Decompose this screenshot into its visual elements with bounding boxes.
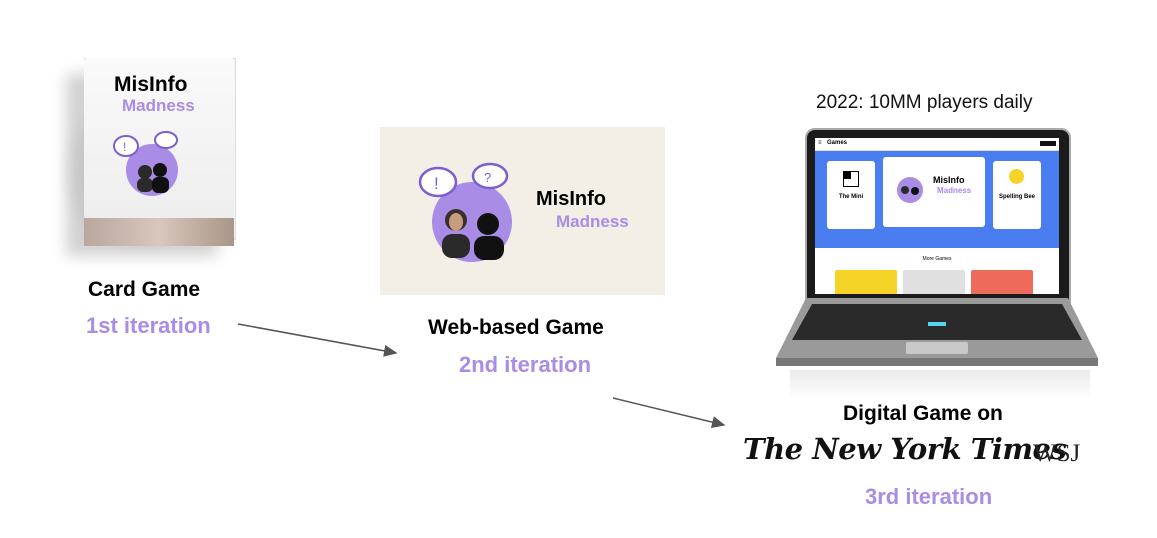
- card-logo-misinfo: MisInfo: [114, 73, 188, 96]
- card-box-side-photo: [84, 218, 234, 246]
- stage3-title: Digital Game on: [843, 402, 1003, 425]
- stage1-iteration: 1st iteration: [86, 313, 211, 338]
- web-illustration-icon: ! ?: [418, 162, 512, 262]
- arrow-1-to-2: [237, 323, 398, 357]
- players-caption: 2022: 10MM players daily: [816, 92, 1033, 113]
- laptop-reflection: [790, 370, 1090, 400]
- more-games-label: More Games: [922, 256, 952, 262]
- card-illustration-icon: !: [113, 131, 178, 196]
- menu-icon: ≡: [818, 140, 822, 146]
- bee-icon: [1009, 169, 1024, 184]
- web-logo-madness: Madness: [556, 212, 629, 231]
- spelling-bee-title: Spelling Bee: [998, 194, 1035, 200]
- tile-gray: [903, 270, 965, 294]
- svg-text:!: !: [123, 140, 126, 154]
- mini-card: The Mini: [827, 161, 875, 229]
- featured-logo-misinfo: MisInfo: [933, 175, 965, 185]
- tile-red: [971, 270, 1033, 294]
- web-logo-misinfo: MisInfo: [536, 188, 606, 210]
- screen-hero: The Mini MisInfo Madness Spelling Bee: [815, 151, 1059, 248]
- screen-header: ≡ Games: [815, 138, 1059, 151]
- spelling-bee-card: Spelling Bee: [993, 161, 1041, 229]
- mini-grid-icon: [843, 171, 859, 187]
- stage1-title: Card Game: [88, 278, 201, 301]
- stage3-iteration: 3rd iteration: [865, 484, 993, 509]
- web-game-panel: [380, 127, 665, 295]
- card-logo-madness: Madness: [122, 96, 195, 115]
- tile-yellow: [835, 270, 897, 294]
- stage2-iteration: 2nd iteration: [459, 352, 592, 377]
- featured-card: MisInfo Madness: [883, 157, 985, 227]
- laptop-base: [776, 298, 1098, 366]
- mini-title: The Mini: [838, 194, 864, 200]
- svg-text:!: !: [434, 174, 439, 193]
- svg-text:?: ?: [484, 170, 491, 185]
- featured-logo-madness: Madness: [937, 186, 972, 195]
- featured-illustration-icon: [897, 177, 923, 203]
- more-games-section: More Games: [815, 248, 1059, 294]
- laptop-screen: ≡ Games The Mini MisInfo Madness Spellin…: [815, 138, 1059, 294]
- nyt-logo: The New York Times: [743, 432, 1067, 466]
- arrow-2-to-3: [612, 397, 726, 428]
- screen-header-title: Games: [827, 140, 848, 146]
- wsj-logo: WSJ: [1033, 440, 1081, 467]
- subscribe-button: [1040, 141, 1056, 146]
- stage2-title: Web-based Game: [428, 316, 604, 339]
